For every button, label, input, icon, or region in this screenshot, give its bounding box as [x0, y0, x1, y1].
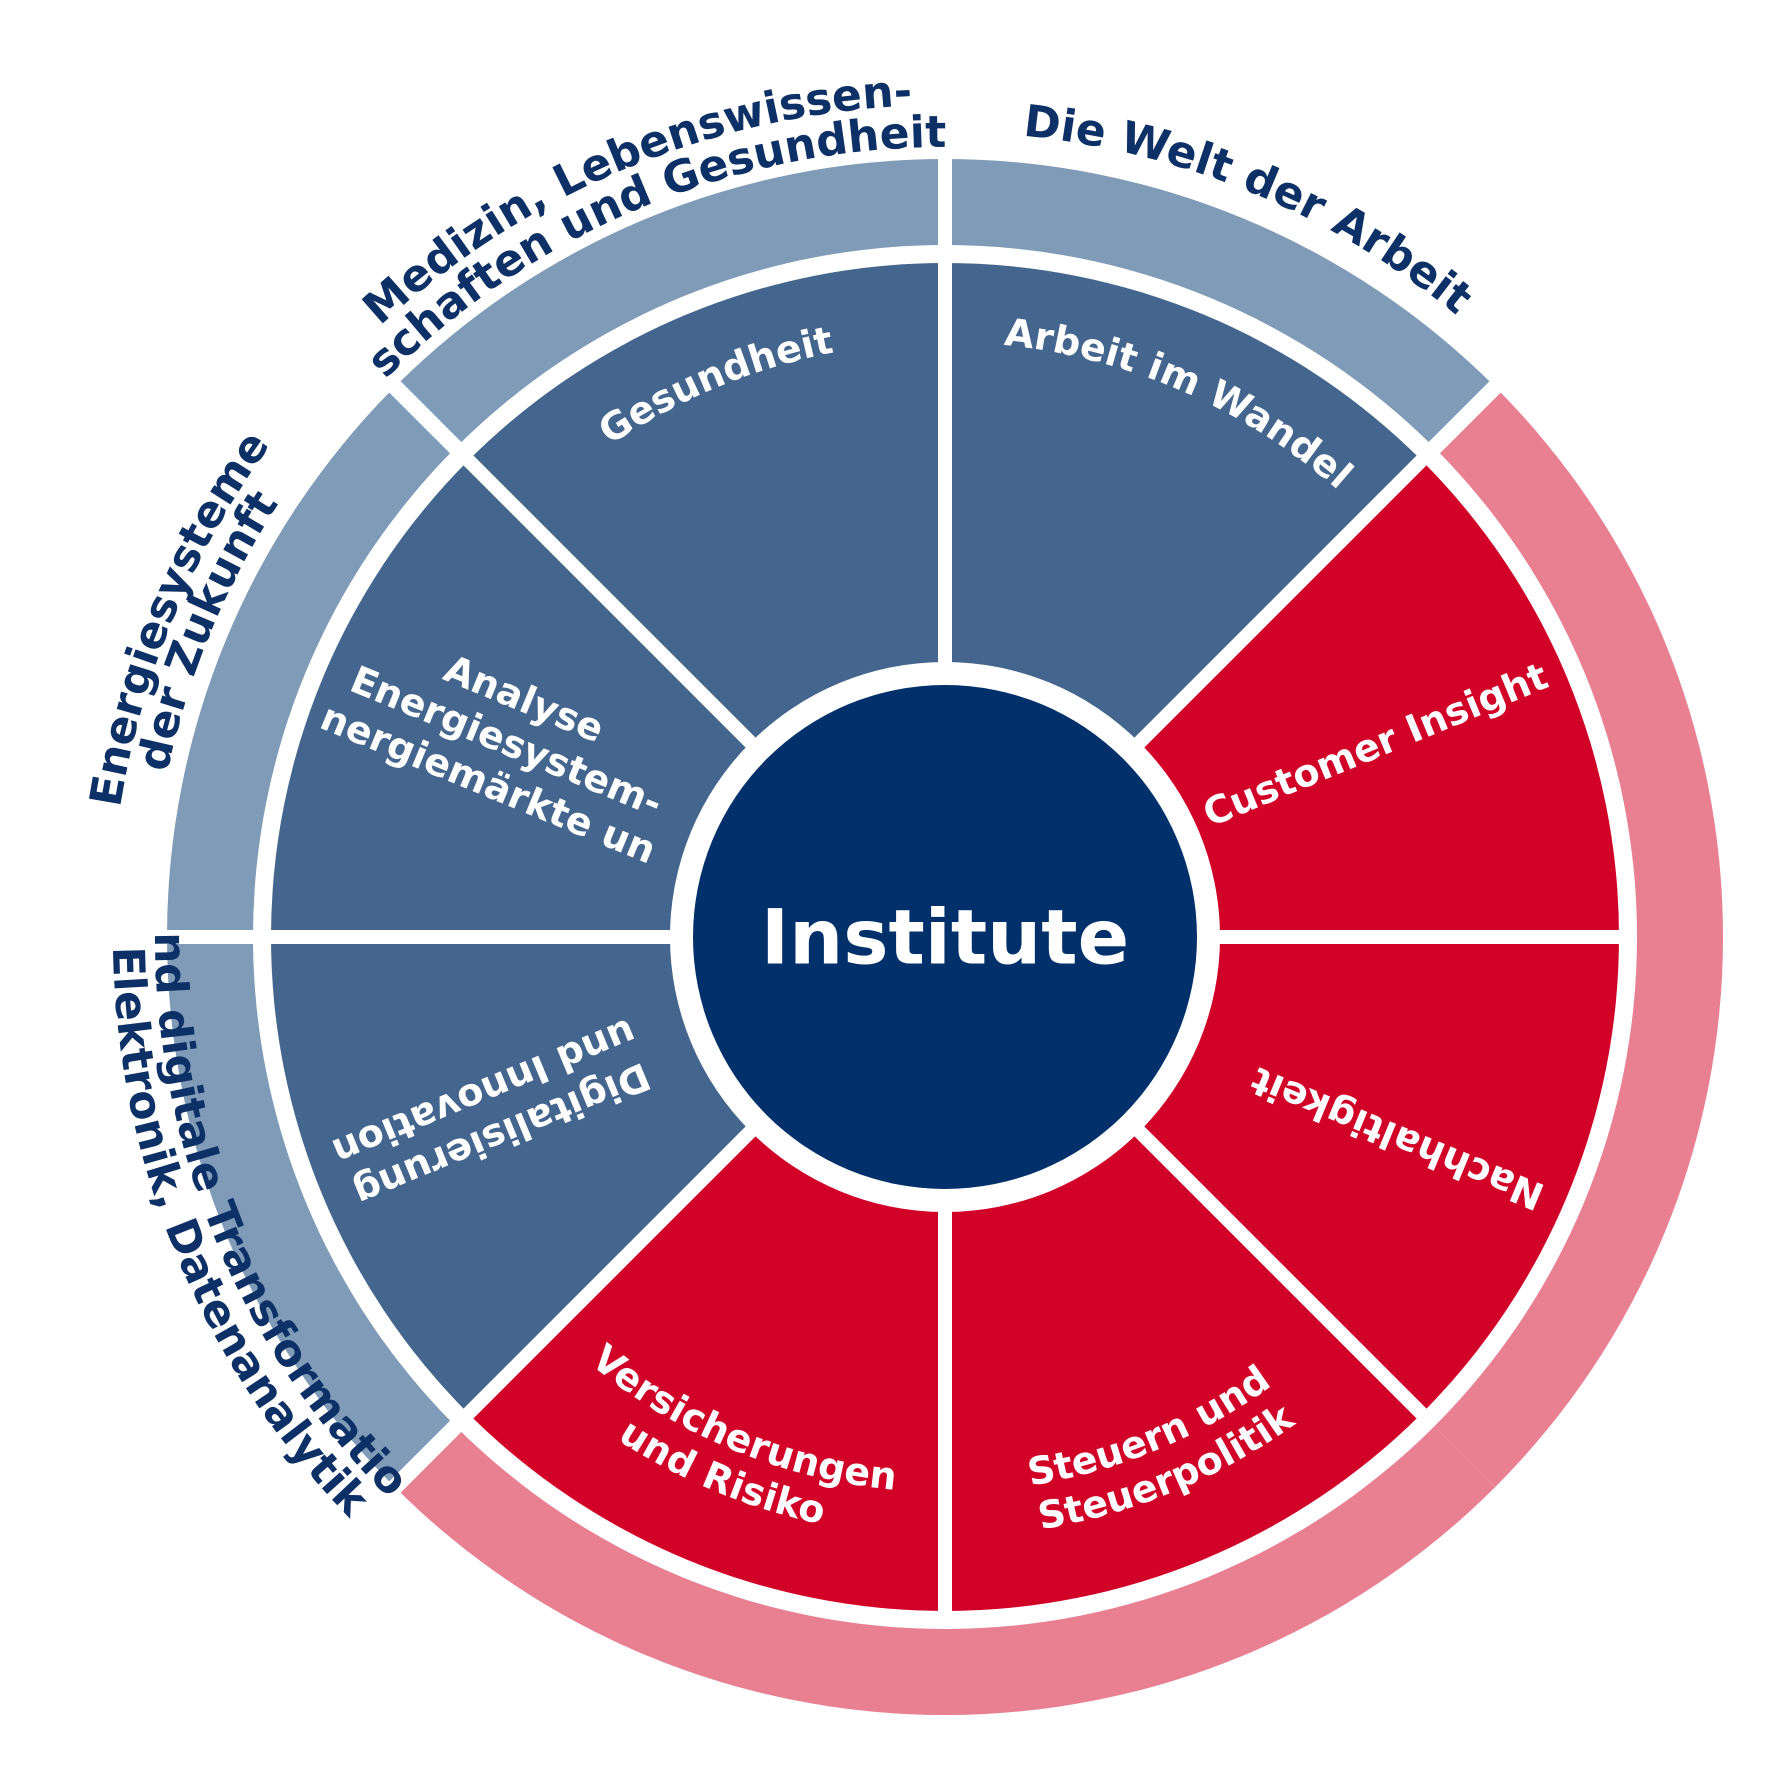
center-hub: Institute — [671, 663, 1219, 1211]
segment-divider — [460, 1119, 763, 1422]
segment-divider — [460, 452, 763, 755]
segment-digitalisierung[interactable] — [271, 937, 751, 1414]
center-circle — [693, 685, 1197, 1189]
outer-ring-segment-red-right — [1434, 386, 1723, 1488]
outer-ring-segment-elektronik — [167, 937, 456, 1488]
segment-customer-insights[interactable] — [1139, 460, 1619, 937]
segment-nachhaltigkeit[interactable] — [1139, 937, 1619, 1414]
outer-ring-divider — [386, 378, 465, 457]
segment-divider — [1127, 452, 1430, 755]
outer-ring-divider — [1425, 378, 1504, 457]
center-label: Institute — [761, 893, 1129, 982]
outer-ring-segment-arbeit — [945, 159, 1496, 448]
outer-ring-divider — [386, 1417, 465, 1496]
segment-ring — [267, 259, 1623, 1615]
outer-ring-segment-energiesysteme — [167, 386, 456, 937]
outer-ring-segment-red-bottom — [394, 1426, 1496, 1715]
segment-energiemaerkte[interactable] — [271, 460, 751, 937]
outer-ring — [163, 155, 1723, 1715]
segment-divider — [1127, 1119, 1430, 1422]
outer-ring-segment-medizin — [394, 159, 945, 448]
segment-steuern[interactable] — [945, 1131, 1422, 1611]
segment-gesundheit[interactable] — [468, 263, 945, 743]
segment-arbeit-im-wandel[interactable] — [945, 263, 1422, 743]
segment-versicherungen[interactable] — [468, 1131, 945, 1611]
